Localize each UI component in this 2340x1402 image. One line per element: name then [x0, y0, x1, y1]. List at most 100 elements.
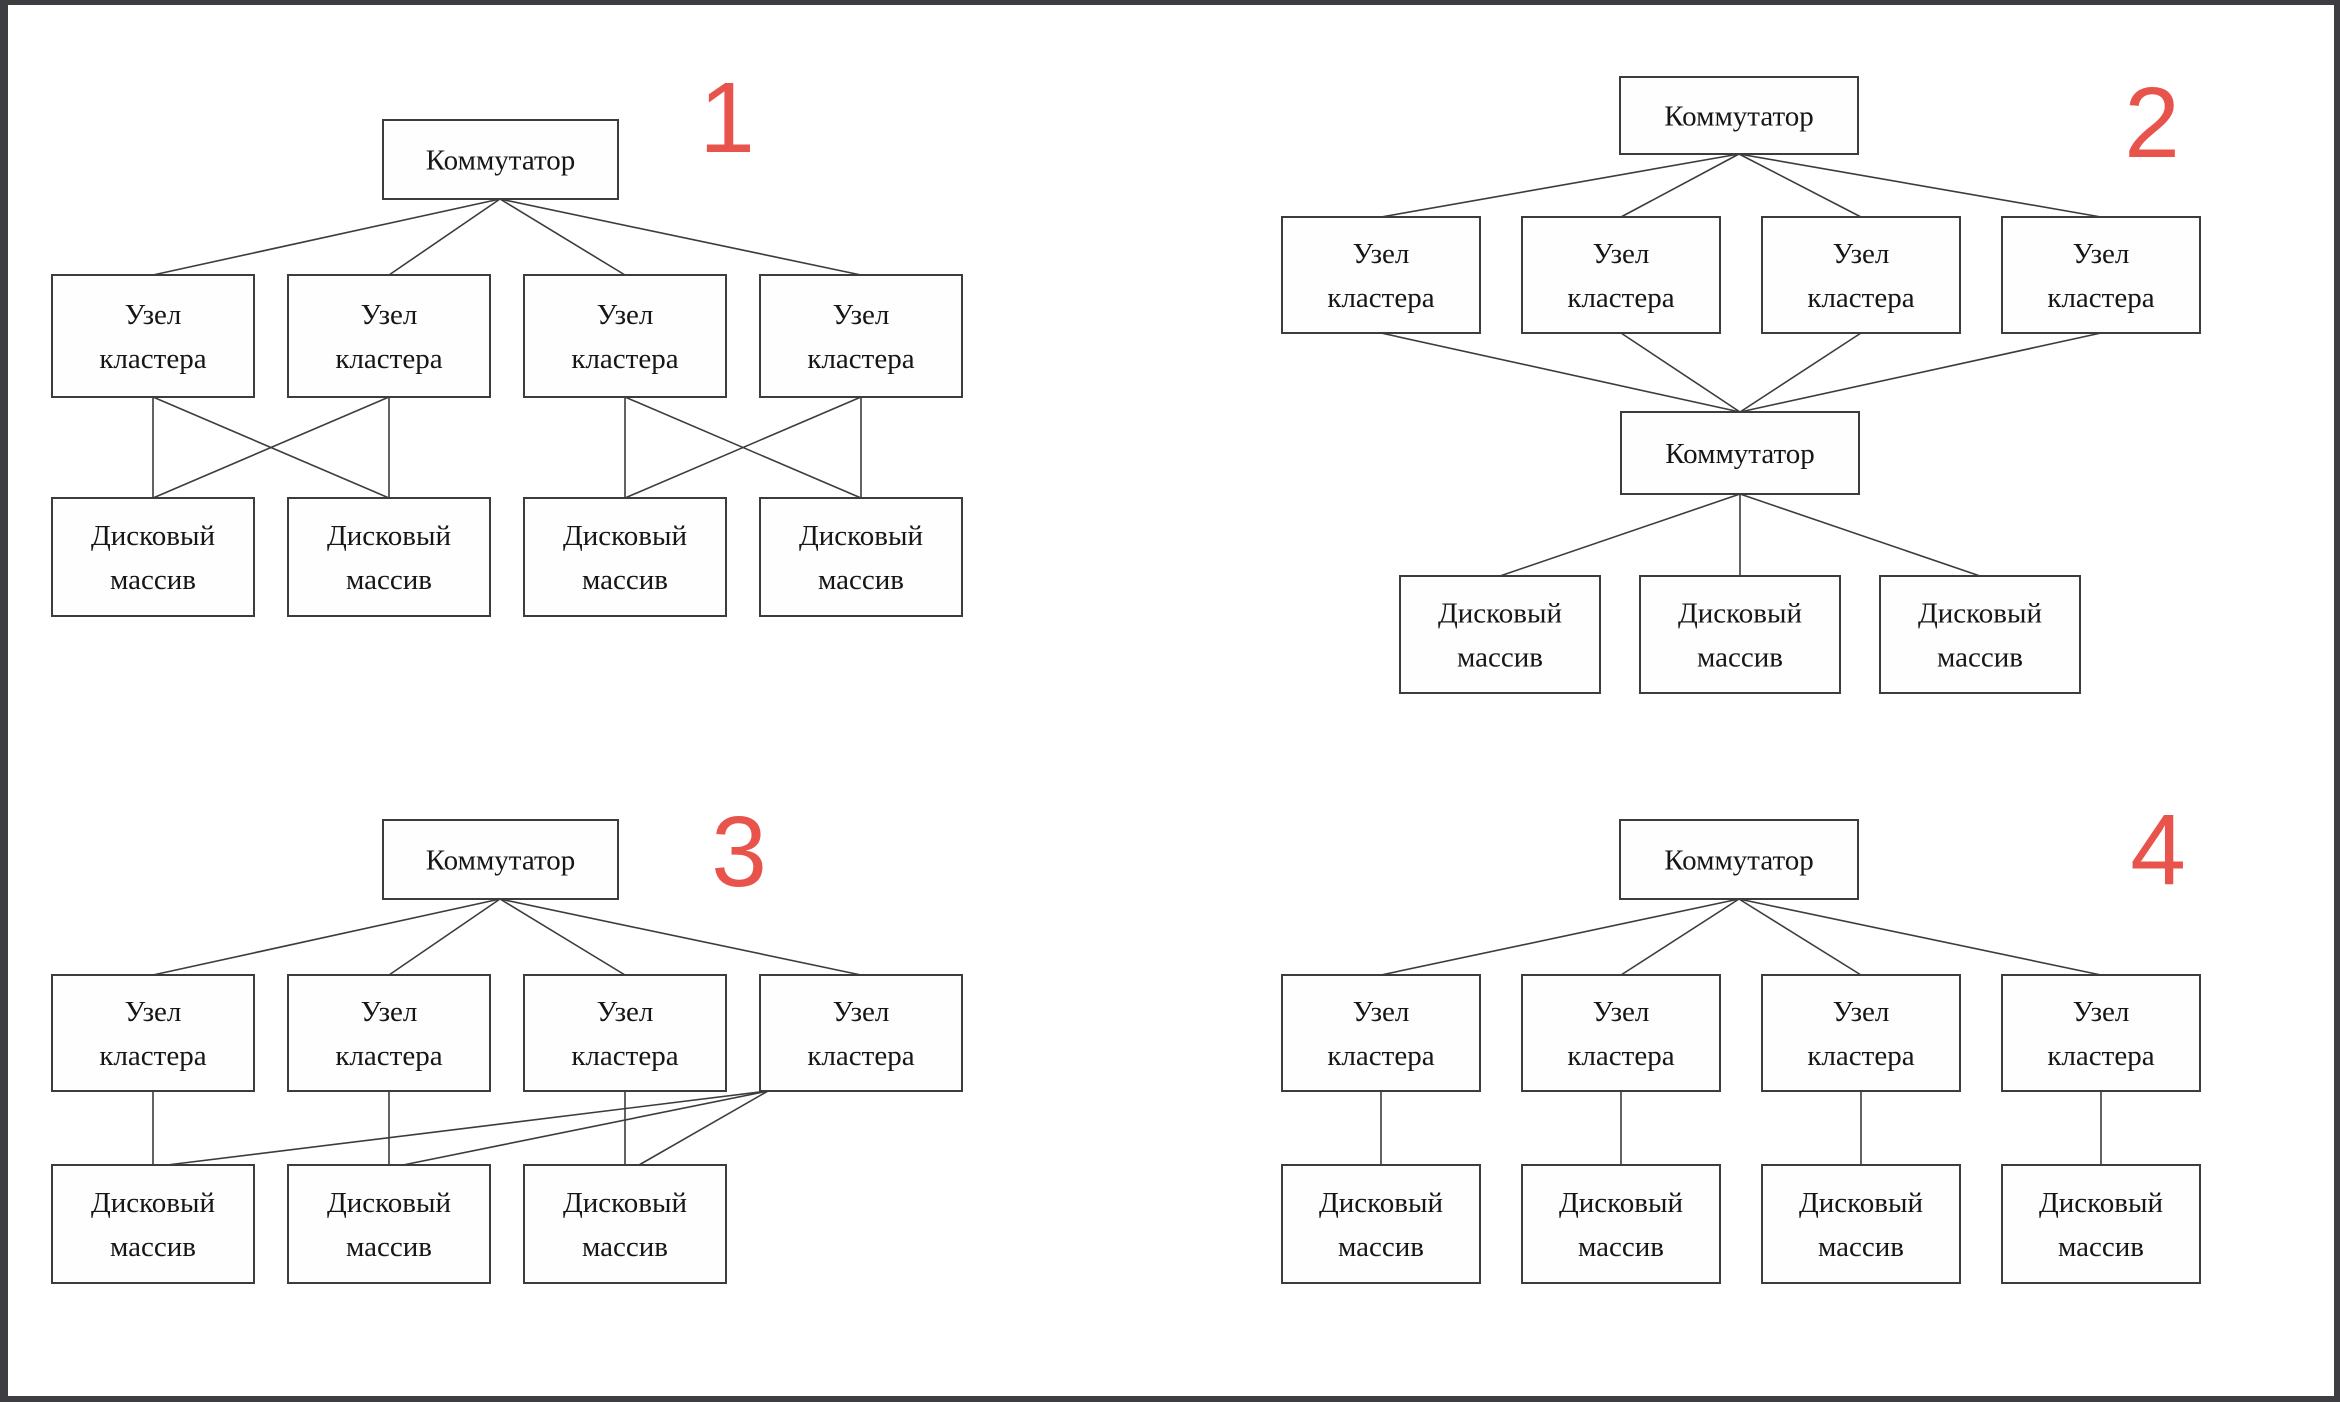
window-frame-left [0, 0, 8, 1402]
window-frame-top [0, 0, 2340, 5]
disk-array-box-rect [51, 497, 255, 617]
cluster-node-box-rect [523, 974, 727, 1092]
cluster-node-box-rect [1521, 216, 1721, 334]
connection-line [1380, 898, 1740, 976]
connection-line [152, 898, 501, 976]
disk-array-box-rect [287, 1164, 491, 1284]
switch-box-rect [382, 119, 619, 200]
diagram-number: 2 [2124, 67, 2180, 179]
connection-line [402, 1090, 769, 1166]
connection-line [1738, 153, 2102, 218]
connection-line [1739, 493, 1981, 577]
diagram-number: 3 [711, 796, 767, 908]
cluster-node-box-rect [2001, 974, 2201, 1092]
connection-line [1620, 898, 1740, 976]
connection-line [1620, 153, 1740, 218]
connection-line [1499, 493, 1741, 577]
switch-box-label: Коммутатор [1665, 438, 1815, 470]
connection-line [1738, 153, 1862, 218]
connection-line [499, 198, 862, 276]
connection-line [1620, 332, 1741, 413]
switch-box: Коммутатор [382, 819, 619, 900]
switch-box-rect [1619, 76, 1859, 155]
switch-box-rect [1619, 819, 1859, 900]
connection-line [1738, 898, 2102, 976]
window-frame-bottom [0, 1396, 2340, 1402]
disk-array-box-rect [1521, 1164, 1721, 1284]
connection-line [152, 396, 390, 499]
disk-array-box-rect [1639, 575, 1841, 694]
connection-line [388, 198, 501, 276]
disk-array-box-rect [51, 1164, 255, 1284]
connection-line [499, 198, 626, 276]
switch-box-rect [382, 819, 619, 900]
disk-array-box-rect [1761, 1164, 1961, 1284]
connection-line [1739, 332, 1862, 413]
switch-box: Коммутатор [382, 119, 619, 200]
cluster-node-box-rect [1761, 216, 1961, 334]
disk-array-box-rect [1879, 575, 2081, 694]
switch-box-label: Коммутатор [1664, 845, 1814, 877]
disk-array-box-rect [759, 497, 963, 617]
switch-box: Коммутатор [1620, 411, 1860, 495]
disk-array-box-rect [287, 497, 491, 617]
cluster-node-box-rect [2001, 216, 2201, 334]
cluster-node-box-rect [287, 974, 491, 1092]
cluster-node-box-rect [1761, 974, 1961, 1092]
connection-line [499, 898, 626, 976]
cluster-node-box-rect [523, 274, 727, 398]
cluster-node-box-rect [1281, 216, 1481, 334]
connection-line [624, 396, 862, 499]
connection-line [499, 898, 862, 976]
connection-line [1380, 332, 1741, 413]
disk-array-box-rect [1399, 575, 1601, 694]
disk-array-box-rect [1281, 1164, 1481, 1284]
connection-line [388, 898, 501, 976]
